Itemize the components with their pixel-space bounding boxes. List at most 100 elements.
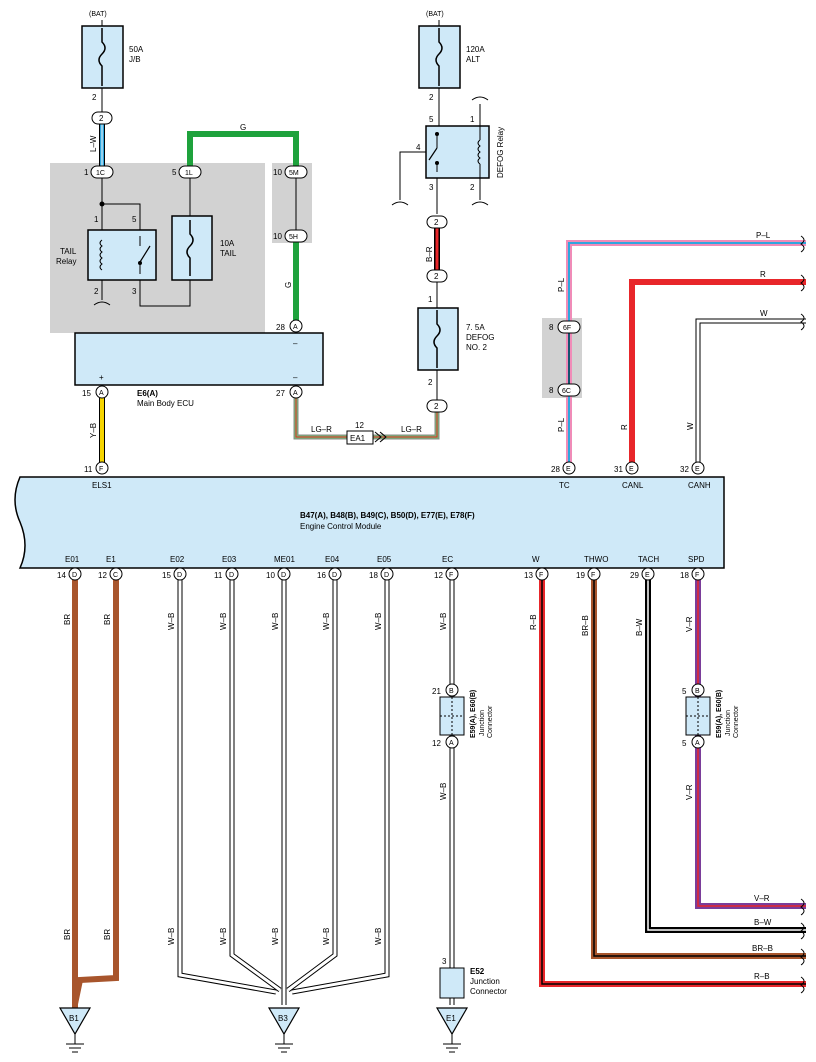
connector-ea1-code: EA1: [350, 434, 366, 443]
tail-relay-pin2: 2: [94, 287, 99, 296]
fuse-120a-amp: 120A: [466, 45, 485, 54]
pin-num: 13: [524, 571, 533, 580]
connector-2-label: 2: [434, 272, 439, 281]
connector-6f-code: 6F: [563, 325, 571, 332]
connector-5h: 5H 10: [273, 229, 308, 243]
wire-end-marks: [800, 235, 805, 994]
wire-v-r: [695, 580, 806, 909]
defog-relay-pin4: 4: [416, 143, 421, 152]
pin-label: E04: [325, 555, 340, 564]
ecu-name: Main Body ECU: [137, 399, 194, 408]
wire-label-w-right: W: [760, 309, 768, 318]
wire-label-w-b: W–B: [374, 928, 383, 945]
wire-label-br: BR: [63, 929, 72, 940]
pin-con: C: [113, 572, 118, 579]
connector-2-defog-a: 2: [426, 215, 448, 229]
ecu-pin27-sign: –: [293, 373, 298, 382]
tail-relay-label1: TAIL: [60, 247, 77, 256]
pin-con: E: [695, 466, 700, 473]
pin-num: 19: [576, 571, 585, 580]
wire-label-br: BR: [63, 614, 72, 625]
tail-relay-label2: Relay: [56, 257, 76, 266]
connector-5m: 5M 10: [273, 165, 308, 179]
wire-label-l-w: L–W: [89, 135, 98, 152]
wire-label-g: G: [240, 123, 246, 132]
pin-con: D: [72, 572, 77, 579]
jc-pin-num: 12: [432, 739, 441, 748]
pin-con: E: [629, 466, 634, 473]
wire-label-w-b: W–B: [219, 928, 228, 945]
pin-con: F: [539, 572, 543, 579]
jc-pin-num: 21: [432, 687, 441, 696]
pin-con: A: [293, 324, 298, 331]
defog-relay-pin3: 3: [429, 183, 434, 192]
wire-g: [187, 131, 299, 325]
e52-id: E52: [470, 967, 485, 976]
connector-ea1-pin: 12: [355, 421, 364, 430]
fuse-defog-name: DEFOG: [466, 333, 494, 342]
ecu-pin15-sign: +: [99, 373, 104, 382]
wire-b-w: [645, 580, 806, 933]
jc-name2: Connector: [733, 705, 740, 738]
wire-label-v-r-right: V–R: [754, 894, 770, 903]
connector-5h-pin: 10: [273, 232, 282, 241]
wire-label-w-b: W–B: [271, 928, 280, 945]
wire-label-p-l-right: P–L: [756, 231, 771, 240]
wire-label-b-w: B–W: [635, 618, 644, 636]
pin-con: A: [99, 390, 104, 397]
pin-label: E03: [222, 555, 237, 564]
jc-pin-num: 5: [682, 739, 687, 748]
wire-label-br: BR: [103, 929, 112, 940]
jc-pin-con: B: [695, 688, 700, 695]
fuse-tail-amp: 10A: [220, 239, 235, 248]
pin-num: 14: [57, 571, 66, 580]
fuse-10a-tail: 10A TAIL: [171, 178, 237, 281]
connector-2-label: 2: [99, 114, 104, 123]
pin-con: D: [332, 572, 337, 579]
pin-num: 28: [551, 465, 560, 474]
fuse-50a-name: J/B: [129, 55, 141, 64]
main-body-ecu: 28 A – – + 27 A 15 A E6(A) Main Body ECU: [74, 319, 324, 408]
wire-label-p-l-1: P–L: [557, 277, 566, 292]
pin-num: 15: [82, 389, 91, 398]
ground-e1: E1: [435, 1007, 469, 1053]
jc-name2: Connector: [487, 705, 494, 738]
wire-label-br: BR: [103, 614, 112, 625]
pin-num: 31: [614, 465, 623, 474]
pin-label: E02: [170, 555, 185, 564]
fuse-120a-source: (BAT): [426, 11, 444, 18]
ground-b1: B1: [58, 1007, 92, 1053]
connector-5m-code: 5M: [289, 170, 299, 177]
tail-relay-pin3: 3: [132, 287, 137, 296]
connector-1l-pin: 5: [172, 168, 177, 177]
jc-name1: Junction: [479, 710, 486, 736]
engine-control-module: B47(A), B48(B), B49(C), B50(D), E77(E), …: [14, 476, 725, 569]
wire-w-b-bundle: [177, 580, 390, 1005]
wire-label-r-right: R: [760, 270, 766, 279]
fuse-120a-name: ALT: [466, 55, 480, 64]
pin-label: E05: [377, 555, 392, 564]
ground-b3: B3: [267, 1007, 301, 1053]
wire-label-w-b: W–B: [374, 613, 383, 630]
pin-num: 16: [317, 571, 326, 580]
ecm-id: B47(A), B48(B), B49(C), B50(D), E77(E), …: [300, 511, 475, 520]
pin-con: A: [293, 390, 298, 397]
pin-num: 11: [214, 571, 223, 580]
pin-con: F: [695, 572, 699, 579]
jc-pin-con: B: [449, 688, 454, 695]
pin-con: D: [177, 572, 182, 579]
wire-label-w-b: W–B: [322, 613, 331, 630]
wire-label-w-b: W–B: [439, 783, 448, 800]
pin-con: D: [384, 572, 389, 579]
pin-num: 28: [276, 323, 285, 332]
wire-label-r-b-right: R–B: [754, 972, 770, 981]
pin-num: 18: [680, 571, 689, 580]
